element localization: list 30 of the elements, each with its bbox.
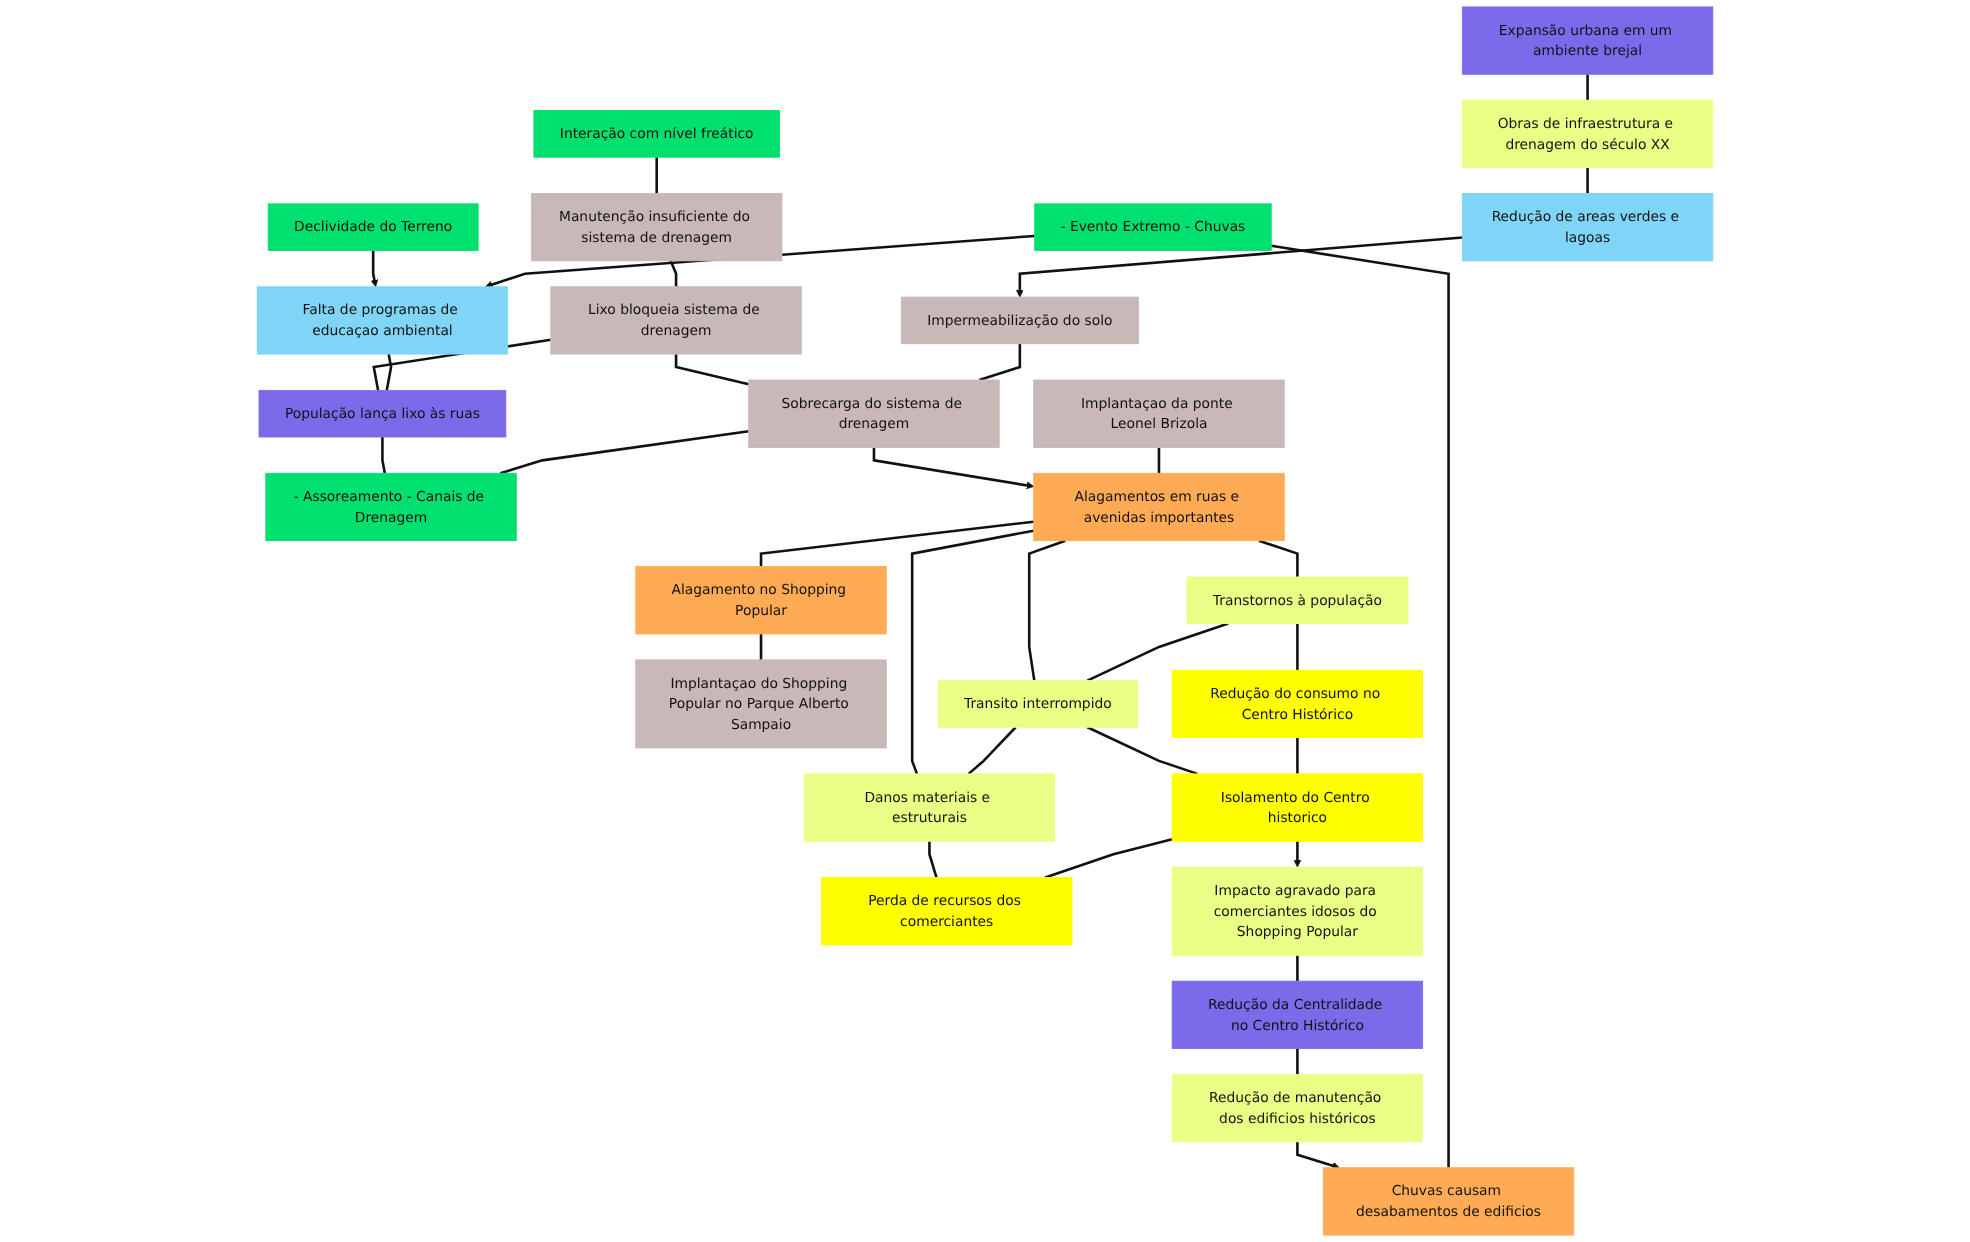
arrow xyxy=(1293,841,1302,868)
arrow xyxy=(872,447,1035,490)
connector xyxy=(759,633,763,660)
connector xyxy=(1086,622,1229,682)
connector xyxy=(655,157,658,194)
connector xyxy=(1271,244,1450,1168)
connector xyxy=(978,343,1022,382)
connector xyxy=(1296,623,1299,671)
connector xyxy=(759,520,1034,567)
connector xyxy=(1296,955,1299,982)
connector xyxy=(1258,539,1299,577)
connector xyxy=(499,430,749,475)
arrow xyxy=(1016,236,1463,298)
connector xyxy=(385,353,393,391)
connector xyxy=(1586,167,1589,194)
arrow xyxy=(370,250,379,288)
connector xyxy=(674,354,750,386)
connector xyxy=(967,726,1017,775)
connector xyxy=(669,260,678,287)
arrow xyxy=(1296,1141,1340,1170)
connector xyxy=(1586,74,1589,101)
connector xyxy=(1044,838,1173,879)
connector xyxy=(1296,1048,1299,1075)
connector xyxy=(928,841,938,878)
connector xyxy=(1027,539,1066,681)
connector xyxy=(910,529,1034,775)
connector xyxy=(1296,737,1299,774)
connector xyxy=(1086,726,1198,776)
connector xyxy=(1157,447,1161,474)
connector xyxy=(381,437,387,474)
